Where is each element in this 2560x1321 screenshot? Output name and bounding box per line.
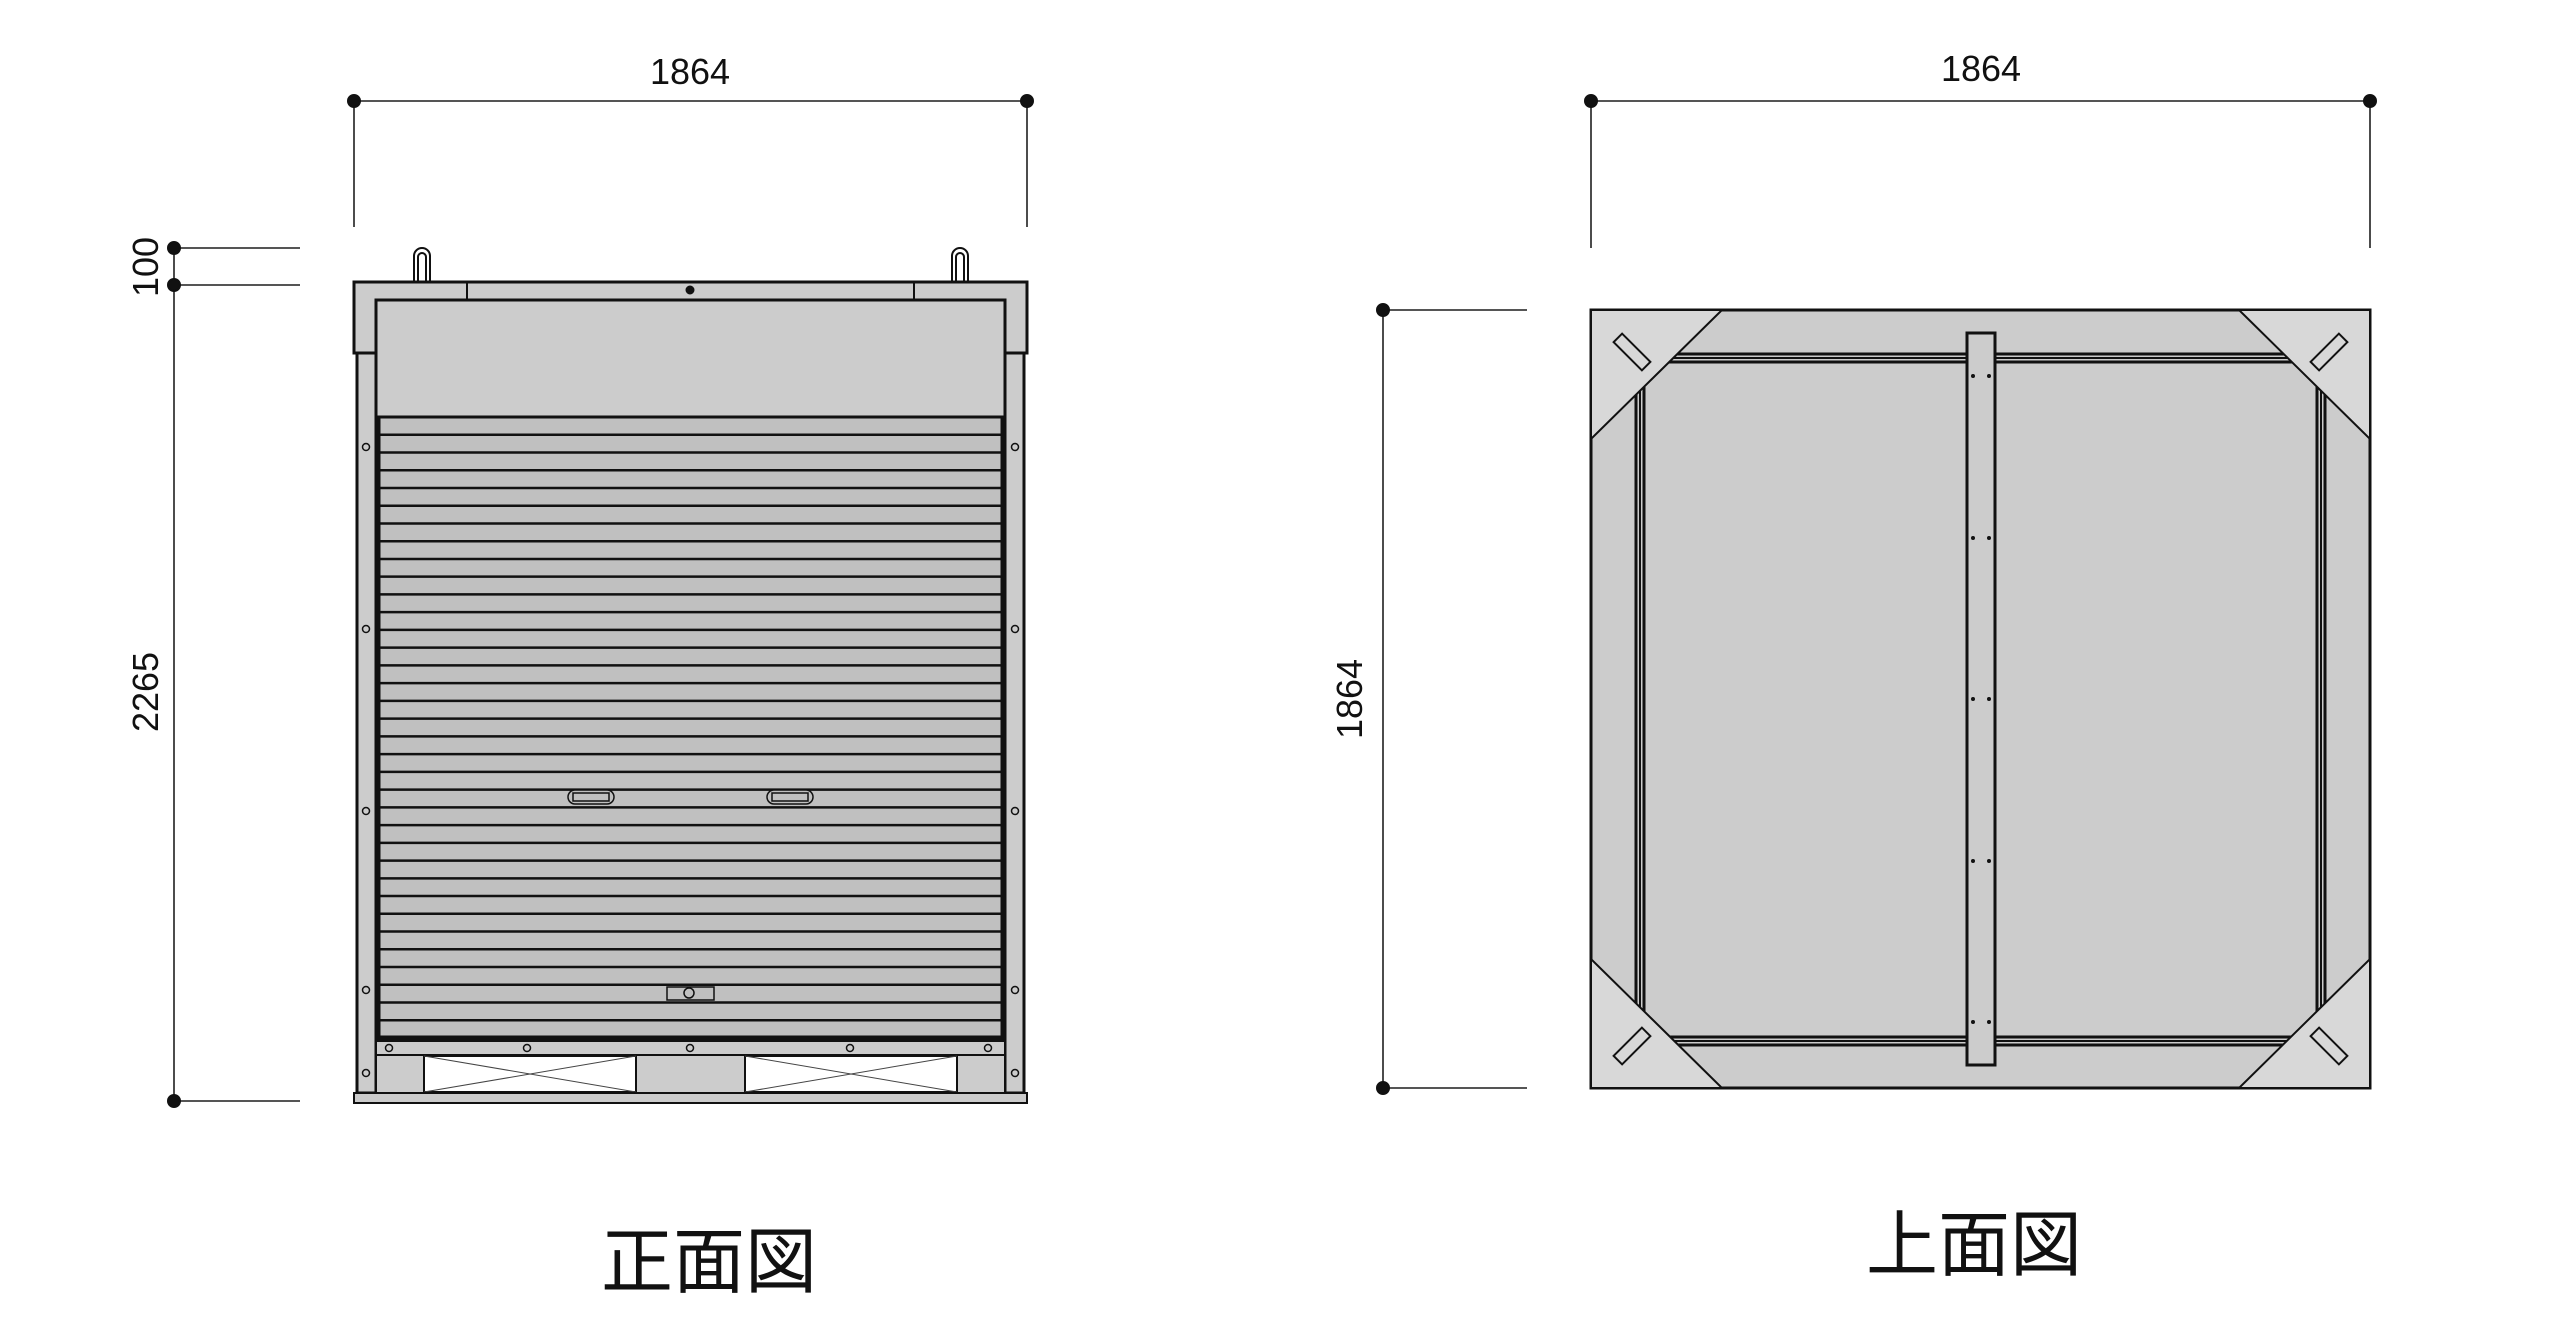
front-width-label: 1864 [650,51,730,92]
shutter-handle-icon [567,789,814,805]
center-beam [1965,331,1997,1067]
front-view-title: 正面図 [601,1220,817,1304]
top-depth-label: 1864 [1329,659,1370,739]
left-post [355,351,378,1095]
top-view-title: 上面図 [1866,1203,2082,1287]
top-width-label: 1864 [1941,48,2021,89]
rail-bolts [384,1043,993,1053]
top-depth-dimension [1376,303,1527,1095]
right-post [1003,351,1026,1095]
post-bolts [361,442,1020,1078]
bottom-rail [375,1040,1006,1056]
shutter-housing [374,298,1007,419]
top-width-dimension [1584,94,2377,248]
front-width-dimension [347,94,1034,227]
front-height-label: 2265 [125,652,166,732]
shutter-lock-icon [666,986,715,1001]
front-view: 1864 100 2265 [125,51,1034,1304]
forklift-pocket [423,1055,958,1093]
front-height-dimension [167,241,300,1108]
bottom-plate [353,1092,1028,1104]
corner-casting [1590,309,2371,1089]
front-top-label: 100 [125,237,166,297]
lifting-hook-icon [413,247,969,282]
roller-shutter [377,415,1004,1040]
top-view: 1864 1864 [1329,48,2377,1287]
